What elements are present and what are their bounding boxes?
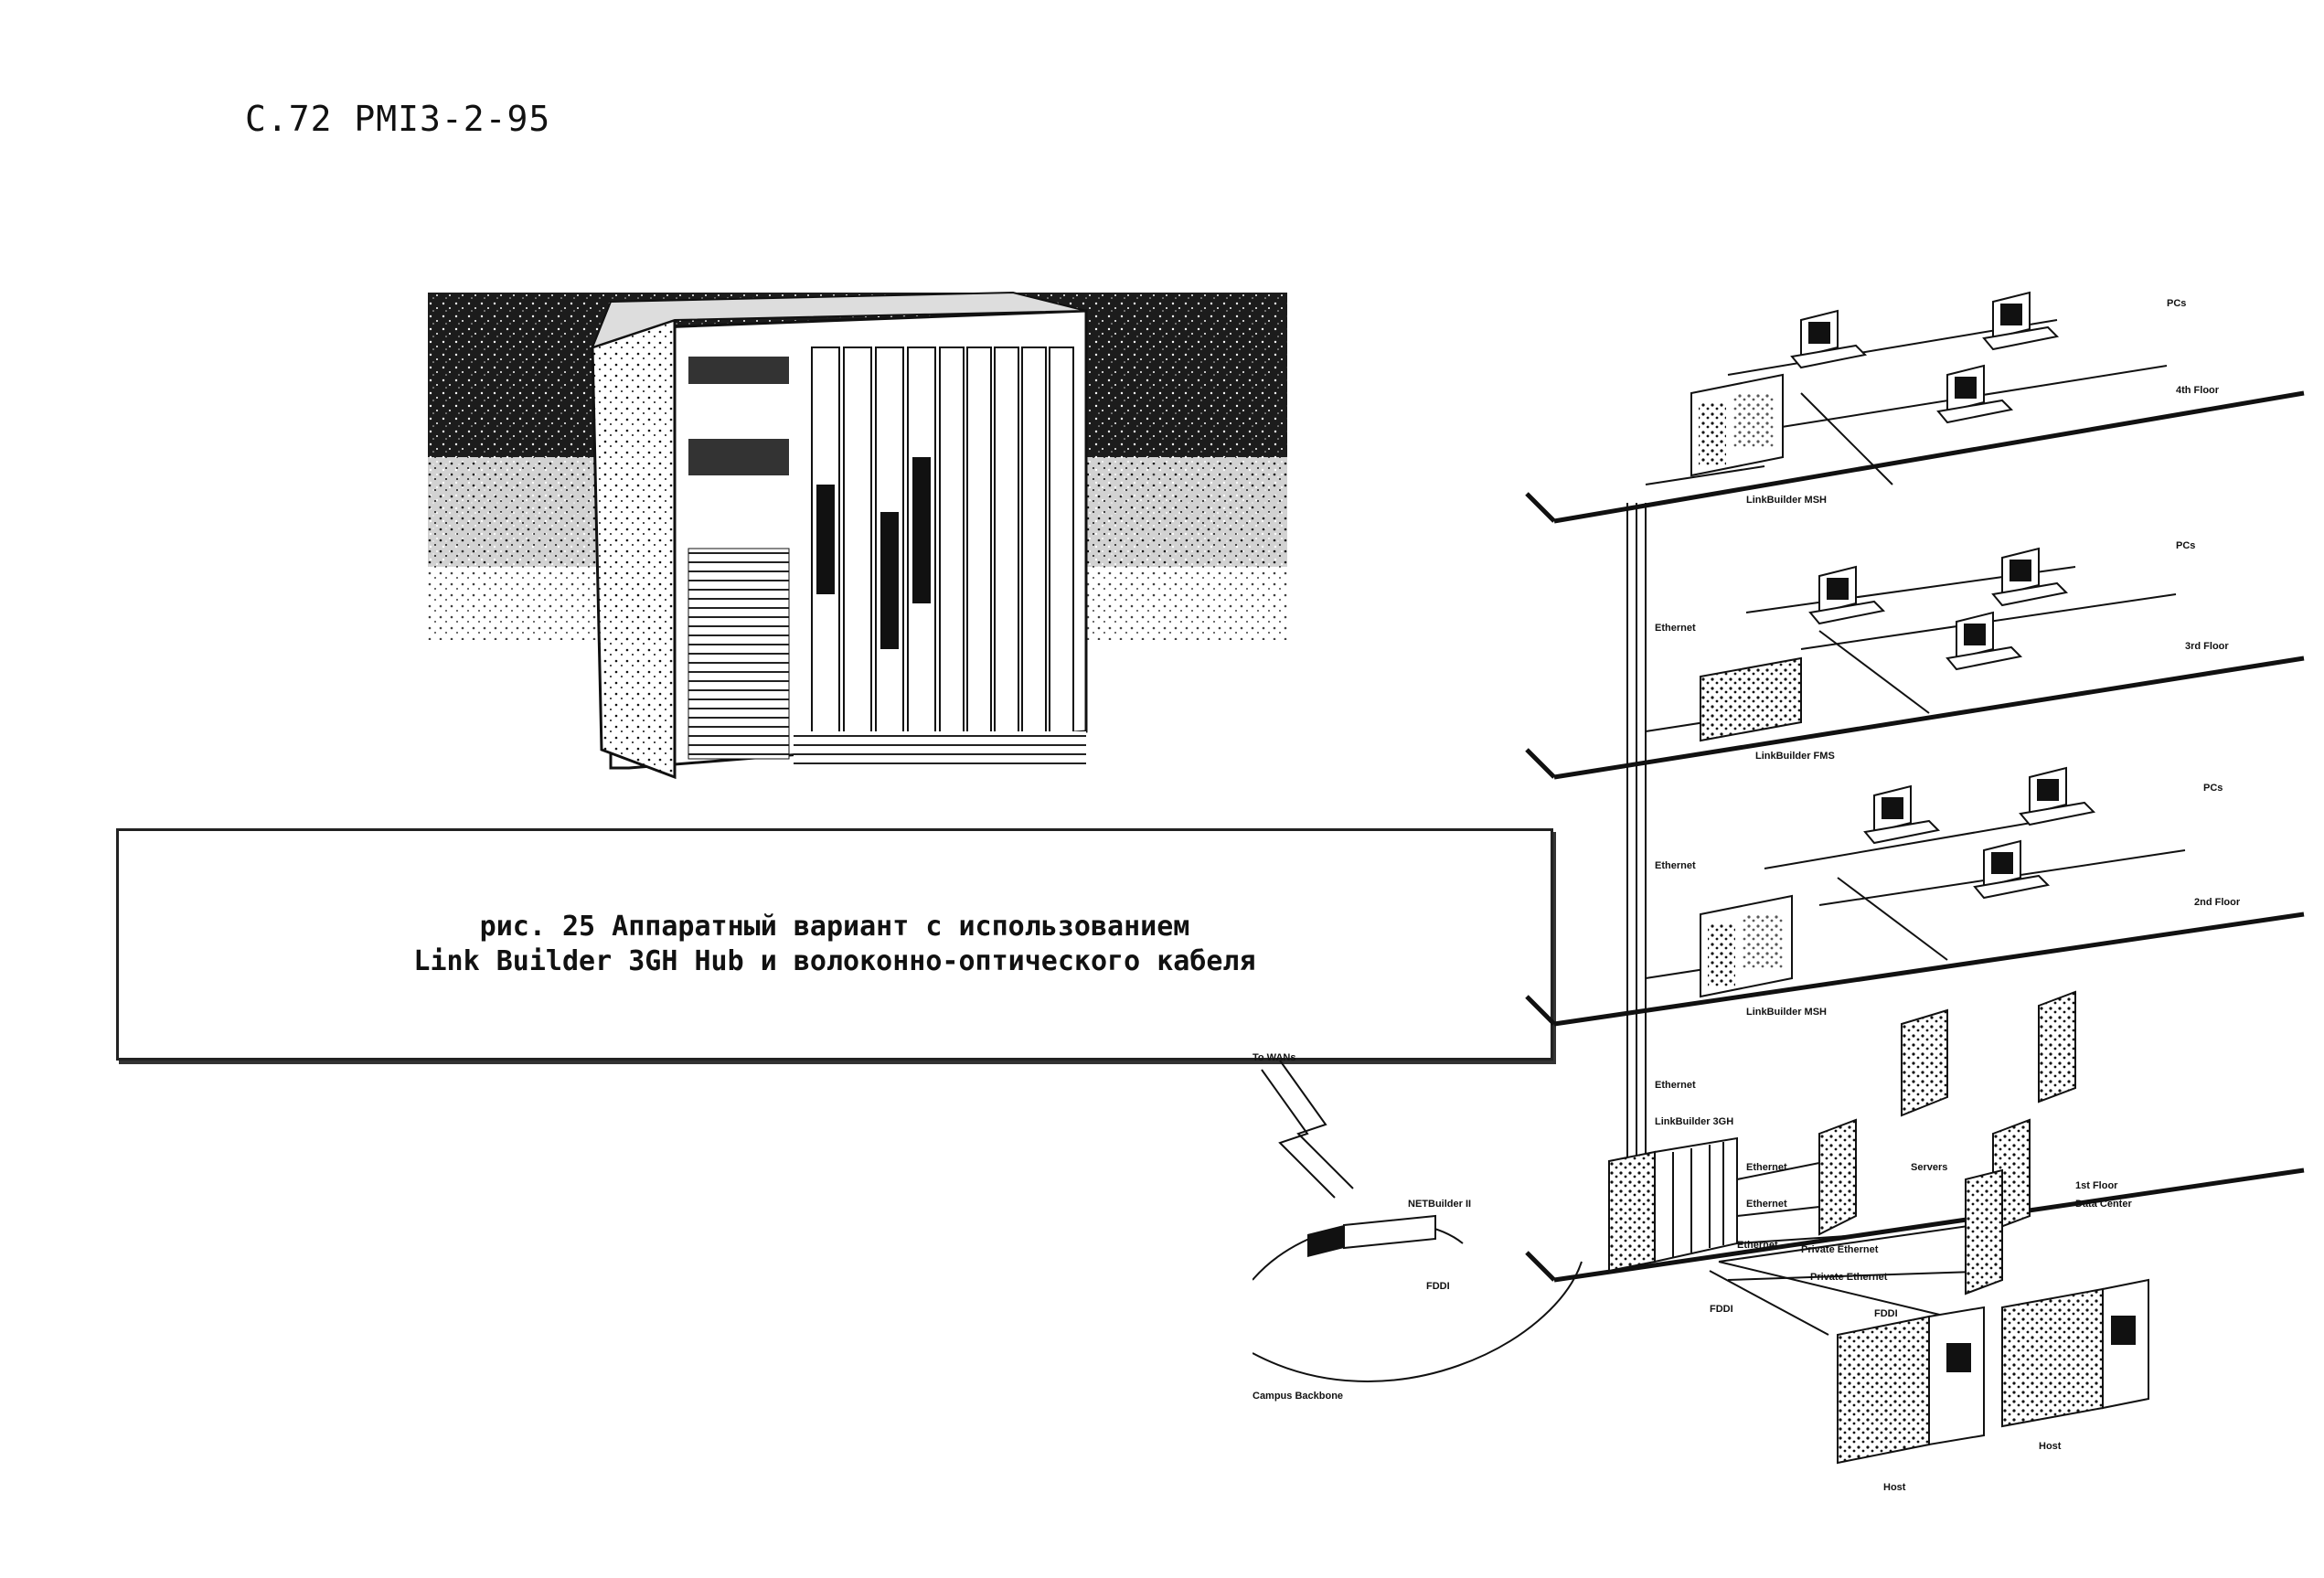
label-to-wan: To WANs: [1253, 1052, 1295, 1063]
caption-line-1: рис. 25 Аппаратный вариант с использован…: [479, 911, 1190, 943]
label-ethernet-4: Ethernet: [1746, 1162, 1787, 1173]
label-private-ethernet-1: Private Ethernet: [1801, 1244, 1879, 1255]
label-linkbuilder-fms: LinkBuilder FMS: [1755, 751, 1835, 762]
label-fddi-2: FDDI: [1874, 1308, 1898, 1319]
label-pcs-mid: PCs: [2176, 540, 2195, 551]
label-host-2: Host: [2039, 1441, 2062, 1452]
label-ethernet-5: Ethernet: [1746, 1199, 1787, 1210]
label-host-1: Host: [1883, 1482, 1906, 1493]
label-private-ethernet-2: Private Ethernet: [1810, 1272, 1888, 1283]
label-pcs-top: PCs: [2167, 298, 2186, 309]
label-ethernet-3: Ethernet: [1655, 1080, 1696, 1091]
label-ethernet-6: Ethernet: [1737, 1240, 1778, 1251]
label-floor4: 4th Floor: [2176, 385, 2220, 396]
label-pcs-low: PCs: [2203, 783, 2223, 794]
label-servers: Servers: [1911, 1162, 1947, 1173]
page-header: С.72 РМI3-2-95: [245, 99, 551, 139]
label-fddi-3: FDDI: [1426, 1281, 1450, 1292]
label-campus-backbone: Campus Backbone: [1253, 1391, 1343, 1402]
label-linkbuilder-3gh: LinkBuilder 3GH: [1655, 1116, 1733, 1127]
label-floor2: 2nd Floor: [2194, 897, 2241, 908]
label-ethernet-2: Ethernet: [1655, 860, 1696, 871]
label-linkbuilder-msh-top: LinkBuilder MSH: [1746, 495, 1827, 506]
caption-line-2: Link Builder 3GH Hub и волоконно-оптичес…: [413, 945, 1256, 977]
figure-caption-box: рис. 25 Аппаратный вариант с использован…: [116, 828, 1553, 1061]
network-diagram: PCs 4th Floor LinkBuilder MSH PCs 3rd Fl…: [1253, 292, 2305, 1493]
label-floor3: 3rd Floor: [2185, 641, 2229, 652]
label-floor1: 1st Floor: [2075, 1180, 2118, 1191]
label-netbuilder: NETBuilder II: [1408, 1199, 1471, 1210]
hub-chassis-photo: [428, 291, 1287, 780]
label-linkbuilder-msh-low: LinkBuilder MSH: [1746, 1007, 1827, 1018]
label-ethernet-1: Ethernet: [1655, 623, 1696, 634]
label-data-center: Data Center: [2075, 1199, 2132, 1210]
label-fddi-1: FDDI: [1710, 1304, 1733, 1315]
